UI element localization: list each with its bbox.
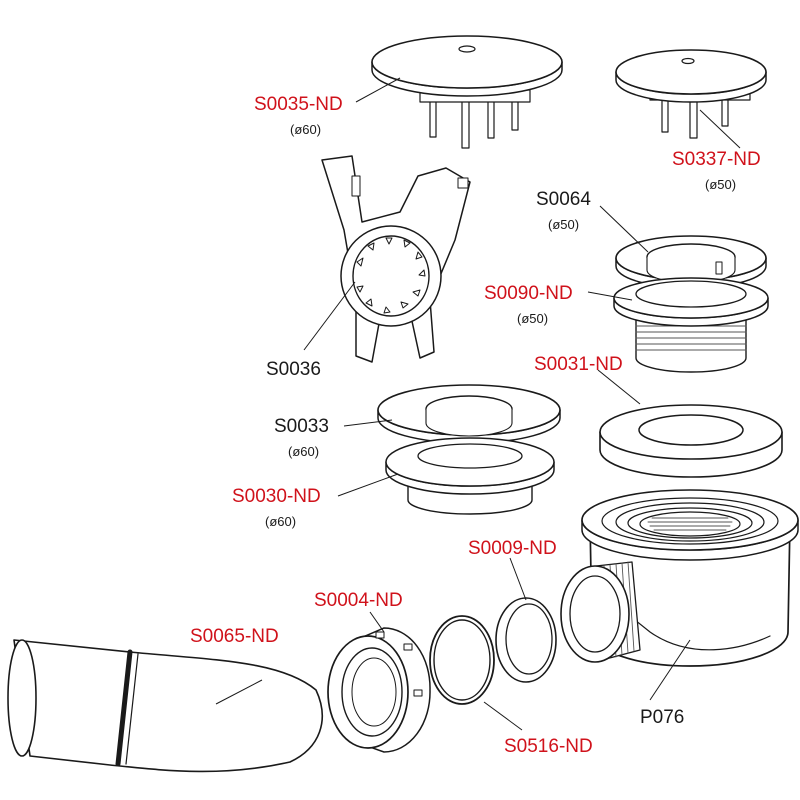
label-s0033-code: S0033 [274, 416, 329, 437]
label-s0035-code: S0035-ND [254, 94, 343, 115]
label-s0337-diameter: (ø50) [705, 177, 736, 192]
label-s0004-code: S0004-ND [314, 590, 403, 611]
part-s0004-nut [327, 627, 431, 753]
label-s0337-code: S0337-ND [672, 149, 761, 170]
part-p076-trap-body [560, 489, 799, 667]
part-s0035-cover [371, 35, 563, 149]
part-s0009-ring [495, 597, 557, 683]
part-s0516-o-ring [429, 615, 495, 705]
label-p076-code: P076 [640, 707, 684, 728]
part-s0337-cover [615, 49, 767, 139]
part-s0031-gasket [599, 404, 783, 478]
label-s0033-diameter: (ø60) [288, 444, 319, 459]
leader-lines [215, 77, 741, 731]
part-s0090-threaded-body [613, 277, 769, 373]
label-s0030-diameter: (ø60) [265, 514, 296, 529]
part-s0036-wrench [321, 155, 471, 363]
part-s0065-bent-pipe [7, 639, 324, 773]
label-s0030-code: S0030-ND [232, 486, 321, 507]
label-s0090-diameter: (ø50) [517, 311, 548, 326]
label-s0035-diameter: (ø60) [290, 122, 321, 137]
label-s0064-code: S0064 [536, 189, 591, 210]
part-s0033-flange [377, 384, 561, 444]
part-labels: S0035-ND (ø60) S0337-ND (ø50) S0064 (ø50… [190, 94, 761, 757]
label-s0065-code: S0065-ND [190, 626, 279, 647]
label-s0036-code: S0036 [266, 359, 321, 380]
label-s0090-code: S0090-ND [484, 283, 573, 304]
label-s0516-code: S0516-ND [504, 736, 593, 757]
label-s0009-code: S0009-ND [468, 538, 557, 559]
part-s0030-threaded-body [385, 437, 555, 515]
label-s0031-code: S0031-ND [534, 354, 623, 375]
label-s0064-diameter: (ø50) [548, 217, 579, 232]
